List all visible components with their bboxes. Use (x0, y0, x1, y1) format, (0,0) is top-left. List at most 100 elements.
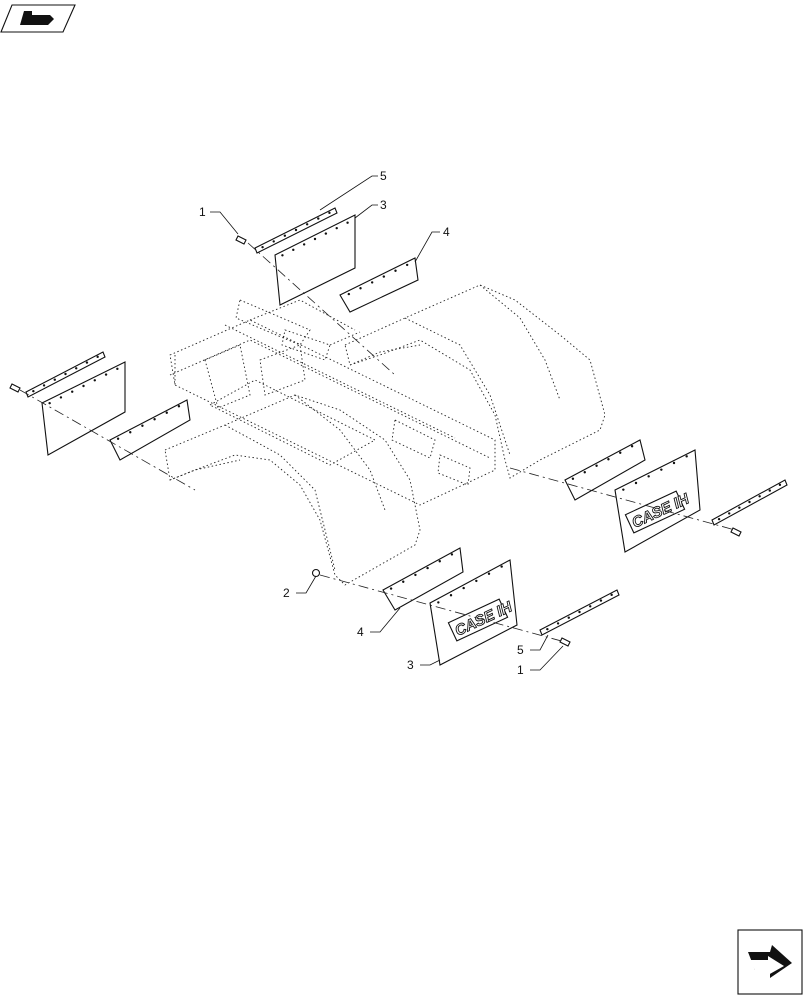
bolt-hole (165, 411, 168, 414)
bolt-hole (619, 451, 622, 454)
bolt-hole (313, 237, 317, 241)
bolt-hole (153, 418, 156, 421)
right-fender (344, 284, 606, 479)
callout-label-5-bottom: 5 (517, 643, 524, 657)
callout-label-5-top: 5 (380, 169, 387, 183)
bolt-hole (475, 579, 478, 583)
bolt-hole (607, 458, 610, 461)
bolt-hole (450, 553, 454, 556)
bolt-hole (302, 243, 306, 246)
mudflap-left (41, 361, 126, 456)
bolt-hole (717, 517, 721, 521)
view-direction-icon[interactable] (0, 4, 76, 33)
bolt-hole (96, 355, 99, 359)
bolt-hole (414, 573, 417, 577)
bolt-hole (426, 566, 429, 570)
bolt-hole (571, 477, 575, 480)
bolt-hole (59, 396, 63, 399)
bolt-hole (64, 372, 67, 376)
callout-label-2: 2 (283, 586, 290, 600)
bolt-hole (583, 471, 586, 474)
bolt-hole (405, 263, 409, 267)
bolt-hole (104, 373, 108, 376)
bolt-hole (116, 367, 119, 371)
bolt-hole (261, 245, 264, 249)
backing-plate-4-lower (382, 547, 464, 611)
bolt-hole (359, 287, 362, 290)
bolt-hole (324, 232, 328, 235)
bolt-hole (462, 586, 465, 590)
bolt-hole (546, 627, 549, 631)
chassis-frame (169, 299, 496, 506)
bolt-hole (370, 281, 374, 284)
mudflap-3-lower: CASE IH (429, 559, 518, 666)
bolt-hole (281, 254, 284, 257)
backing-plate-right (564, 439, 646, 501)
bolt-hole (82, 384, 85, 388)
callout-label-4-bottom: 4 (357, 625, 364, 639)
bolt-hole (685, 455, 688, 458)
bolt-hole (758, 495, 761, 498)
next-page-arrow-icon[interactable] (737, 929, 803, 995)
bolt-hole (449, 594, 453, 597)
bolt-hole (294, 228, 298, 232)
bolt-hole (42, 384, 46, 387)
upper-right-mudflap-assembly (235, 207, 419, 376)
bolt-hole (578, 610, 581, 614)
bolt-hole (622, 488, 625, 491)
bolt-hole (660, 468, 663, 471)
bolt-hole (317, 217, 320, 220)
bolt-hole (437, 601, 440, 604)
bolt-hole (328, 211, 331, 215)
callout-label-3-bottom: 3 (407, 658, 414, 672)
bolt-hole (283, 234, 287, 237)
bolt-hole (589, 605, 592, 608)
bolt-hole (556, 622, 560, 625)
bolt-hole (748, 500, 751, 504)
bolt-hole (272, 240, 275, 243)
bolt-hole (630, 445, 634, 448)
bolt-hole (567, 616, 570, 619)
bolt-hole (500, 565, 503, 568)
bolt-hole (610, 593, 613, 597)
callout-label-1-bottom: 1 (517, 663, 524, 677)
bolt-hole (93, 379, 96, 382)
bolt-hole (728, 512, 731, 515)
mudflap-3 (274, 214, 356, 306)
bolt-hole (305, 223, 309, 226)
callout-leaders (210, 175, 564, 671)
bolt-hole (738, 506, 741, 509)
left-fender (164, 394, 421, 586)
bolt-hole (438, 560, 441, 563)
left-mudflap-assembly (9, 351, 196, 491)
bolt-hole (335, 226, 338, 230)
bolt-hole (402, 580, 405, 583)
bolt-hole (75, 367, 78, 370)
bolt-hole (595, 464, 598, 467)
bolt-hole (599, 599, 603, 602)
bolt-left (9, 383, 21, 393)
bolt-hole (48, 401, 51, 405)
callout-label-3-top: 3 (380, 198, 387, 212)
right-mudflap-assembly: CASE IH (509, 439, 788, 553)
bolt-hole (71, 390, 74, 393)
callout-label-4-top: 4 (443, 225, 450, 239)
bolt-hole (672, 461, 676, 465)
bolt-hole (487, 572, 491, 575)
bolt-hole (116, 437, 120, 440)
bolt-hole (346, 221, 349, 224)
bolt-hole (32, 389, 35, 393)
lower-mudflap-assembly: CASE IH (311, 547, 620, 666)
bolt-hole (768, 489, 771, 492)
bolt-hole (177, 405, 181, 408)
backing-plate-left (109, 399, 191, 461)
bolt-hole (53, 378, 56, 381)
bolt-hole (129, 431, 132, 434)
bolt-hole (347, 292, 351, 296)
callout-label-1-top: 1 (199, 205, 206, 219)
bolt-hole (85, 361, 89, 364)
nut-2 (311, 568, 321, 578)
backing-plate-4 (339, 257, 419, 313)
bolt-hole (389, 587, 393, 590)
